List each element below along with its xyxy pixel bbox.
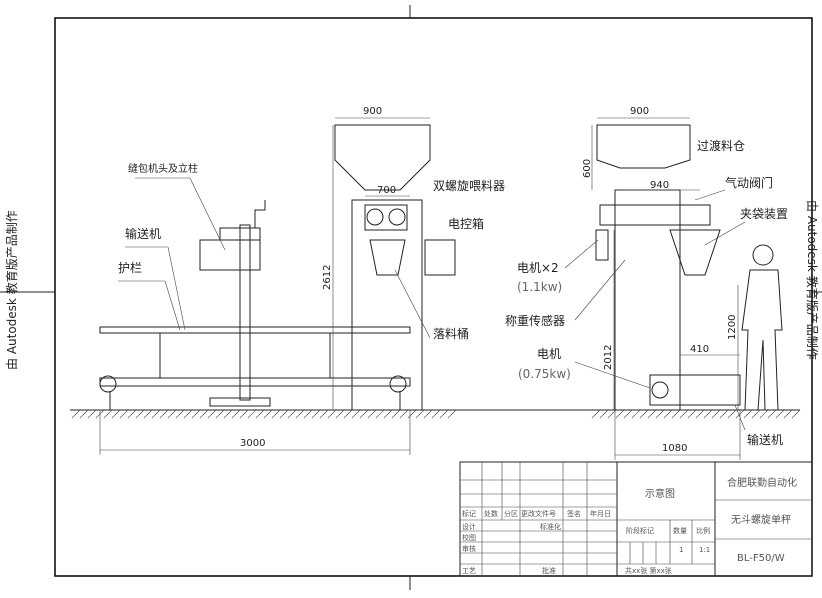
left-view-labels: 缝包机头及立柱 输送机 护栏 双螺旋喂料器 电控箱 落料桶	[118, 162, 505, 341]
label-motor-power: (0.75kw)	[518, 367, 571, 381]
label-guardrail: 护栏	[118, 260, 142, 275]
label-control-box: 电控箱	[448, 216, 484, 231]
role-review: 审核	[462, 544, 476, 553]
label-conveyor: 输送机	[125, 226, 161, 241]
watermark-right: 由 Autodesk 教育版产品制作	[805, 200, 820, 360]
scale-value: 1:1	[699, 546, 710, 554]
dim-left-height: 2612	[322, 265, 333, 290]
role-check: 校图	[462, 533, 476, 542]
product-name: 无斗螺旋单秤	[731, 513, 791, 526]
dim-left-hopper-width: 900	[363, 106, 382, 117]
dim-right-hopper-width: 900	[630, 106, 649, 117]
ground-line	[70, 409, 801, 419]
dim-right-conveyor-motor: 410	[690, 344, 709, 355]
label-drop-bucket: 落料桶	[433, 326, 469, 341]
label-conveyor-right: 输送机	[747, 432, 783, 447]
label-pneumatic-valve: 气动阀门	[725, 175, 773, 190]
rev-header-zone: 分区	[504, 509, 518, 518]
watermark-left: 由 Autodesk 教育版产品制作	[4, 210, 19, 370]
rev-header-count: 处数	[484, 509, 498, 518]
dim-right-clamp-height: 1200	[727, 315, 738, 340]
standardization: 标准化	[540, 522, 561, 531]
right-view-machine	[595, 124, 783, 411]
scale-label: 比例	[696, 526, 710, 535]
left-view-dimensions: 900 700 2612 3000	[99, 106, 430, 455]
dim-right-bin-height: 600	[582, 159, 593, 178]
label-motor-x2-power: (1.1kw)	[517, 280, 562, 294]
quantity-value: 1	[679, 546, 683, 554]
company-name: 合肥联勤自动化	[727, 476, 797, 489]
label-load-cell: 称重传感器	[505, 313, 565, 328]
label-motor: 电机	[537, 347, 561, 361]
sheet-count: 共xx张 第xx张	[625, 566, 672, 575]
dim-right-bin-width: 940	[650, 180, 669, 191]
label-transition-bin: 过渡料仓	[697, 138, 745, 153]
rev-header-date: 年月日	[590, 509, 611, 518]
dim-left-length: 3000	[240, 438, 265, 449]
drawing-frame	[0, 5, 822, 590]
dim-right-base-width: 1080	[662, 443, 687, 454]
right-view-labels: 过渡料仓 气动阀门 夹袋装置 电机×2 (1.1kw) 称重传感器 电机 (0.…	[505, 138, 788, 447]
drawing-type: 示意图	[645, 487, 675, 500]
role-process: 工艺	[462, 567, 476, 575]
right-view-dimensions: 900 600 940 2012 1200 410 1080	[582, 106, 741, 460]
dim-right-height: 2012	[603, 345, 614, 370]
left-view-machine	[99, 124, 456, 411]
dim-left-feeder-width: 700	[377, 185, 396, 196]
stage-mark: 阶段标记	[626, 526, 654, 535]
rev-header-mark: 标记	[462, 509, 476, 518]
label-bag-clamp: 夹袋装置	[740, 207, 788, 221]
quantity-label: 数量	[673, 526, 687, 535]
label-twin-screw-feeder: 双螺旋喂料器	[433, 179, 505, 193]
role-design: 设计	[462, 522, 476, 531]
label-sewing-head: 缝包机头及立柱	[128, 162, 198, 175]
title-block: 标记 处数 分区 更改文件号 签名 年月日 设计 校图 审核 工艺 标准化 批准…	[459, 461, 813, 577]
approval: 批准	[542, 566, 556, 575]
label-motor-x2: 电机×2	[517, 261, 559, 275]
rev-header-doc: 更改文件号	[521, 509, 556, 518]
rev-header-sign: 签名	[567, 509, 581, 518]
drawing-number: BL-F50/W	[737, 553, 785, 564]
